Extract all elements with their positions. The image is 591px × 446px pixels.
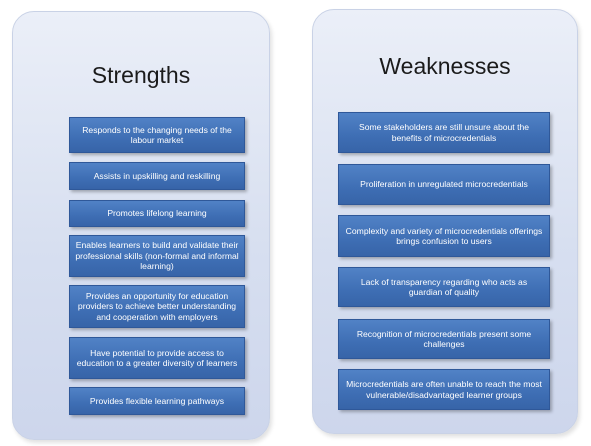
weakness-item-label: Complexity and variety of microcredentia… (345, 225, 543, 247)
strengths-title: Strengths (91, 62, 191, 88)
weakness-item-label: Proliferation in unregulated microcreden… (360, 179, 528, 190)
strength-item: Have potential to provide access to educ… (69, 337, 245, 379)
weakness-item: Microcredentials are often unable to rea… (338, 369, 550, 410)
strength-item: Promotes lifelong learning (69, 200, 245, 227)
strength-item: Provides an opportunity for education pr… (69, 285, 245, 328)
strength-item: Assists in upskilling and reskilling (69, 162, 245, 190)
weakness-item: Complexity and variety of microcredentia… (338, 215, 550, 257)
weakness-item-label: Lack of transparency regarding who acts … (360, 276, 528, 298)
strength-item-label: Provides an opportunity for education pr… (77, 290, 237, 322)
strength-item-label: Enables learners to build and validate t… (75, 240, 239, 272)
weakness-item: Lack of transparency regarding who acts … (338, 267, 550, 307)
weakness-item: Proliferation in unregulated microcreden… (338, 164, 550, 205)
weakness-item-label: Some stakeholders are still unsure about… (358, 122, 530, 143)
strength-item-label: Have potential to provide access to educ… (76, 347, 238, 369)
strength-item: Enables learners to build and validate t… (69, 235, 245, 277)
weaknesses-title: Weaknesses (379, 53, 511, 79)
weakness-item: Recognition of microcredentials present … (338, 319, 550, 359)
strength-item-label: Provides flexible learning pathways (89, 395, 225, 406)
strength-item-label: Assists in upskilling and reskilling (93, 170, 221, 181)
weakness-item-label: Microcredentials are often unable to rea… (346, 379, 542, 400)
weakness-item: Some stakeholders are still unsure about… (338, 112, 550, 153)
strength-item-label: Responds to the changing needs of the la… (82, 124, 232, 146)
strength-item: Provides flexible learning pathways (69, 387, 245, 415)
weakness-item-label: Recognition of microcredentials present … (356, 328, 532, 350)
strength-item-label: Promotes lifelong learning (107, 208, 207, 219)
strength-item: Responds to the changing needs of the la… (69, 117, 245, 153)
